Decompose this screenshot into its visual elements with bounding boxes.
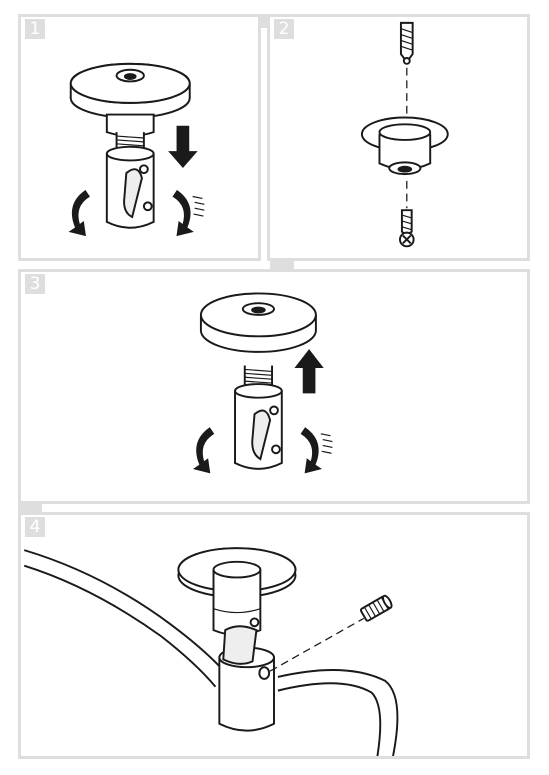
step-1-illustration	[68, 62, 205, 237]
step-2-panel: 2	[267, 14, 530, 261]
step-3-tab	[270, 261, 294, 269]
step-2-illustration	[360, 21, 449, 248]
step-3-illustration	[192, 292, 333, 474]
step-3-panel: 3	[18, 269, 530, 504]
step-2-number: 2	[274, 19, 294, 39]
step-2-tab	[261, 14, 267, 28]
step-1-number: 1	[25, 19, 45, 39]
step-4-tab	[18, 504, 42, 512]
step-3-number: 3	[25, 274, 45, 294]
step-4-number: 4	[25, 517, 45, 537]
step-4-illustration	[23, 547, 399, 756]
step-1-panel: 1	[18, 14, 261, 261]
step-4-panel: 4	[18, 512, 530, 759]
